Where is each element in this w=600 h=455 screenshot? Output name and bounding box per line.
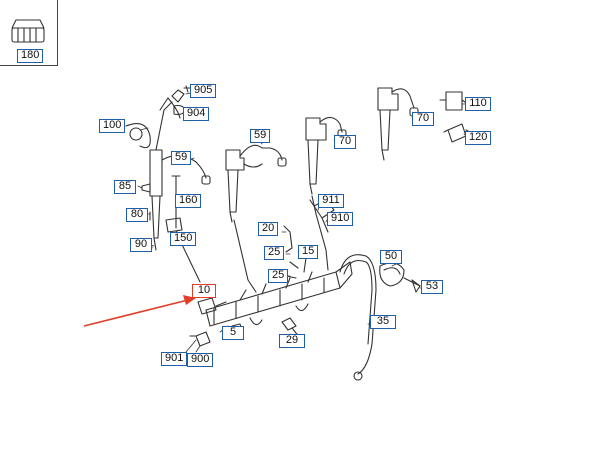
- fuel-rail-drawing: [205, 225, 353, 331]
- callout-29[interactable]: 29: [279, 334, 305, 348]
- callout-25-lower[interactable]: 25: [268, 269, 288, 283]
- callout-120[interactable]: 120: [465, 131, 491, 145]
- callout-5[interactable]: 5: [222, 326, 244, 340]
- inset-frame: [0, 0, 58, 66]
- callout-15[interactable]: 15: [298, 245, 318, 259]
- callout-110[interactable]: 110: [465, 97, 491, 111]
- callout-900[interactable]: 900: [187, 353, 213, 367]
- injector-center-drawing: [305, 116, 347, 195]
- feed-lines-drawing: [175, 195, 329, 293]
- callout-59-lower[interactable]: 59: [171, 151, 191, 165]
- injector-right-drawing: [377, 87, 419, 161]
- callout-50[interactable]: 50: [380, 250, 402, 264]
- return-pipe-drawing: [339, 254, 377, 381]
- callout-25-upper[interactable]: 25: [264, 246, 284, 260]
- pressure-valve-drawing: [189, 297, 227, 347]
- injector-center-left-drawing: [225, 144, 287, 223]
- leader-lines: [137, 91, 469, 353]
- bracket-50-drawing: [379, 262, 421, 293]
- callout-910[interactable]: 910: [327, 212, 353, 226]
- injector-left-drawing: [125, 89, 185, 251]
- callout-150[interactable]: 150: [170, 232, 196, 246]
- callout-80[interactable]: 80: [126, 208, 148, 222]
- callout-70-center[interactable]: 70: [334, 135, 356, 149]
- callout-905[interactable]: 905: [190, 84, 216, 98]
- pointer-arrow: [83, 295, 196, 327]
- callout-904[interactable]: 904: [183, 107, 209, 121]
- callout-70-right[interactable]: 70: [412, 112, 434, 126]
- callout-53[interactable]: 53: [421, 280, 443, 294]
- callout-901[interactable]: 901: [161, 352, 187, 366]
- callout-911[interactable]: 911: [318, 194, 344, 208]
- callout-100[interactable]: 100: [99, 119, 125, 133]
- callout-160[interactable]: 160: [175, 194, 201, 208]
- callout-59-upper[interactable]: 59: [250, 129, 270, 143]
- callout-90[interactable]: 90: [130, 238, 152, 252]
- callout-20[interactable]: 20: [258, 222, 278, 236]
- cap-part-drawing: [11, 19, 45, 43]
- callout-35[interactable]: 35: [370, 315, 396, 329]
- callout-180[interactable]: 180: [17, 49, 43, 63]
- callout-85[interactable]: 85: [114, 180, 136, 194]
- callout-10-selected[interactable]: 10: [192, 284, 216, 298]
